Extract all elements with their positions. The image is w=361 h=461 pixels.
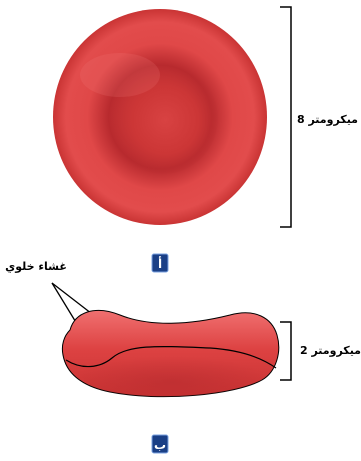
figure-label-b: ب [152, 435, 168, 453]
membrane-label: غشاء خلوي [5, 260, 67, 273]
size-label-top: 8 ميكرومتر [297, 113, 358, 126]
size-bracket-top [280, 7, 291, 227]
cell-top-view [53, 9, 267, 225]
figure-label-a: أ [152, 254, 168, 272]
size-label-bottom: 2 ميكرومتر [300, 344, 361, 357]
figure-label-a-text: أ [158, 256, 162, 271]
cell-top-highlight [80, 53, 160, 97]
figure-label-b-text: ب [154, 438, 166, 452]
cell-side-view [62, 310, 278, 396]
size-bracket-bottom [280, 322, 291, 380]
